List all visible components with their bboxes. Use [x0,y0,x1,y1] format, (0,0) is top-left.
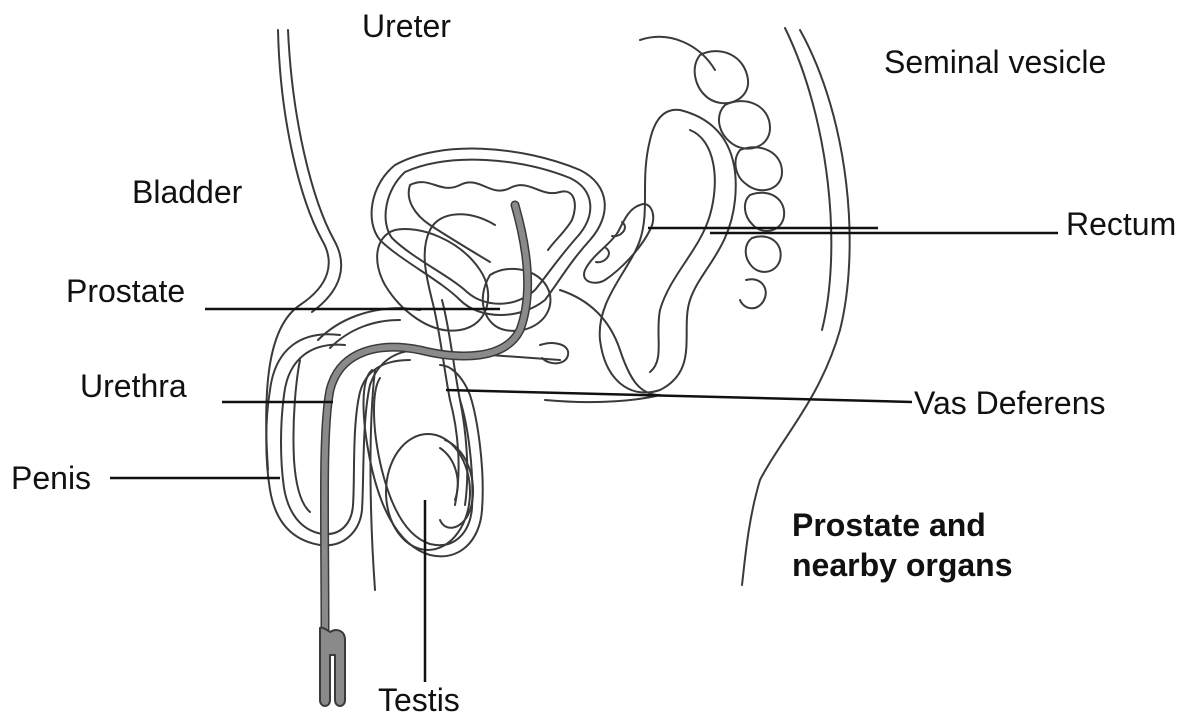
label-vas-deferens: Vas Deferens [914,387,1106,419]
back-outline-inner [785,28,831,330]
seminal-vesicle [584,204,653,283]
label-urethra: Urethra [80,370,187,402]
label-rectum: Rectum [1066,208,1176,240]
diagram-title-line-1: Prostate and [792,505,1013,545]
label-testis: Testis [378,684,460,716]
bladder-inner [386,160,591,304]
label-prostate: Prostate [66,275,185,307]
penis-inner [281,345,410,535]
spine [640,37,784,308]
label-ureter: Ureter [362,10,451,42]
label-penis: Penis [11,462,91,494]
diagram-title: Prostate and nearby organs [792,505,1013,585]
scrotum-outer [364,365,483,556]
prostate-gland [483,269,551,331]
penis-outer [266,334,560,545]
abdominal-wall [266,30,329,470]
vas-deferens-pointer [446,390,912,402]
pointer-lines [110,228,1058,682]
rectum-inner [650,130,715,372]
label-bladder: Bladder [132,176,242,208]
erectile-tissue [293,360,310,512]
pubic-bone [377,229,488,331]
diagram-title-line-2: nearby organs [792,545,1013,585]
label-seminal-vesicle: Seminal vesicle [884,46,1106,78]
